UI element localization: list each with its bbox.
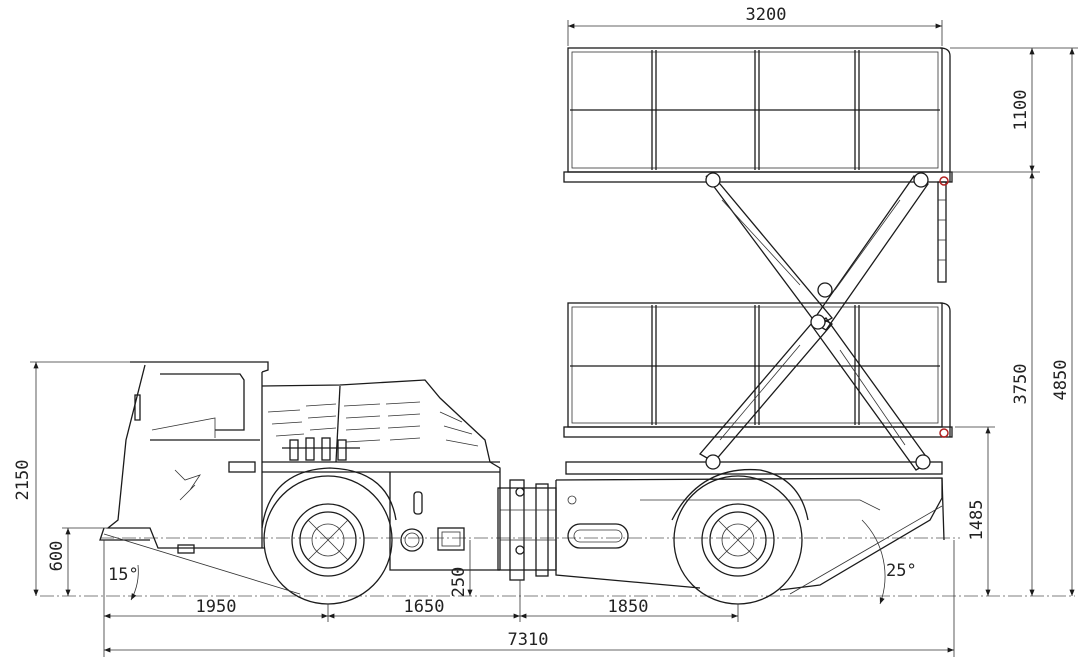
- engine-grille: [267, 385, 479, 463]
- articulation-joint: [497, 479, 557, 581]
- dim-platform-floor-height: 1485: [967, 500, 987, 541]
- dim-max-working-height: 4850: [1051, 360, 1071, 401]
- dim-overall-length: 7310: [508, 630, 549, 650]
- dim-axle-span-front: 1650: [404, 597, 445, 617]
- dimension-lines: [30, 20, 1078, 657]
- dim-lift-travel: 3750: [1011, 364, 1031, 405]
- dim-cab-height: 2150: [13, 460, 33, 501]
- hinge-marker-upper: [939, 176, 949, 186]
- ground-line: [40, 537, 1075, 597]
- dim-guardrail-height: 1100: [1011, 90, 1031, 131]
- dim-ground-clearance: 250: [449, 567, 469, 598]
- angle-lines: [103, 505, 943, 605]
- front-unit-body: [99, 361, 501, 571]
- dimension-labels: 3200 1100 3750 4850 1485 2150 600 250 19…: [13, 5, 1071, 650]
- dim-approach-angle: 15°: [108, 565, 139, 585]
- front-wheel: [261, 467, 397, 605]
- raised-platform: [563, 47, 953, 283]
- dim-front-overhang: 1950: [196, 597, 237, 617]
- dim-front-bumper-height: 600: [47, 541, 67, 572]
- hose-connectors: [282, 437, 360, 461]
- stowed-platform: [563, 302, 953, 475]
- scissor-arms: [698, 172, 949, 471]
- dim-departure-angle: 25°: [886, 561, 917, 581]
- rear-wheel: [671, 468, 809, 605]
- dim-platform-length: 3200: [746, 5, 787, 25]
- hinge-marker-lower: [939, 428, 949, 438]
- dim-axle-span-rear: 1850: [608, 597, 649, 617]
